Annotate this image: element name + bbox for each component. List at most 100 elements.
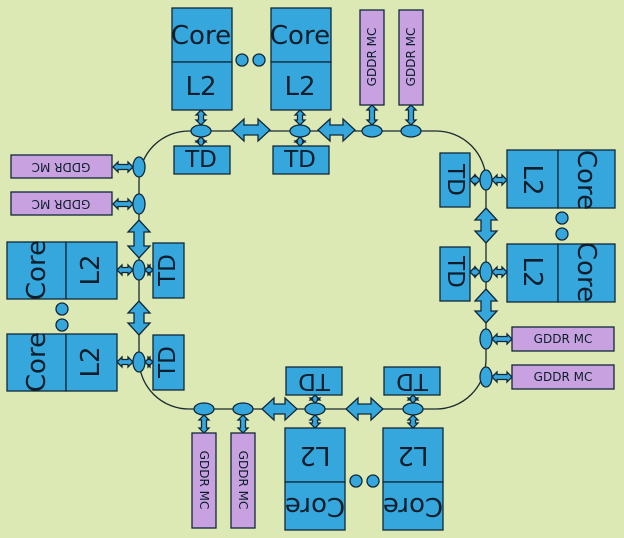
l2-block (65, 241, 118, 300)
gddr-mc-block (511, 364, 615, 390)
td-label: TD (155, 346, 181, 379)
gddr-mc-label: GDDR MC (32, 160, 91, 174)
ring-segment-arrow (345, 396, 384, 422)
l2-label: L2 (76, 254, 106, 285)
link-arrow (112, 197, 134, 211)
link-arrow (469, 173, 481, 187)
td-block (439, 152, 471, 208)
ring-segment-arrow (261, 396, 298, 422)
l2-block (270, 61, 332, 111)
ring-stop (232, 402, 254, 416)
td-block (173, 145, 231, 175)
td-block (272, 145, 330, 175)
core-label: Core (270, 21, 330, 51)
ring-stop (304, 402, 326, 416)
ellipsis-dot (555, 211, 569, 225)
core-label: Core (383, 491, 443, 521)
core-block (382, 481, 444, 531)
ring-stop (479, 169, 493, 191)
ellipsis-dot (366, 474, 380, 488)
gddr-mc-label: GDDR MC (534, 332, 593, 346)
l2-block (506, 149, 559, 209)
ring-stop (402, 402, 424, 416)
ring-stop (479, 328, 493, 350)
td-label: TD (442, 163, 468, 196)
td-block (285, 366, 343, 396)
ring-stop (190, 124, 212, 138)
gddr-mc-block (511, 326, 615, 352)
ring-stop (479, 366, 493, 388)
l2-label: L2 (284, 72, 315, 102)
gddr-mc-label: GDDR MC (404, 28, 418, 87)
gddr-mc-block (398, 9, 424, 106)
link-arrow (308, 394, 322, 404)
ring-stop (132, 351, 146, 373)
ring-stop (132, 156, 146, 178)
link-arrow (491, 370, 513, 384)
td-label: TD (283, 147, 316, 173)
gddr-mc-label: GDDR MC (534, 370, 593, 384)
core-block (557, 149, 616, 209)
ring-stop (400, 124, 422, 138)
core-block (6, 241, 67, 300)
td-label: TD (298, 368, 331, 394)
gddr-mc-label: GDDR MC (236, 451, 250, 510)
link-arrow (112, 160, 134, 174)
ring-segment-arrow (231, 117, 271, 143)
link-arrow (406, 394, 420, 404)
td-block (383, 366, 441, 396)
td-block (439, 246, 471, 302)
core-block (6, 333, 67, 392)
ring-stop (479, 261, 493, 283)
td-block (152, 242, 185, 299)
l2-label: L2 (517, 256, 547, 287)
gddr-mc-block (230, 432, 256, 529)
l2-label: L2 (185, 72, 216, 102)
ring-segment-arrow (317, 117, 356, 143)
td-label: TD (396, 368, 429, 394)
link-arrow (308, 414, 322, 429)
core-block (270, 7, 332, 63)
core-label: Core (571, 242, 601, 302)
gddr-mc-block (191, 432, 217, 529)
link-arrow (406, 414, 420, 429)
core-label: Core (171, 21, 231, 51)
ellipsis-dot (555, 227, 569, 241)
td-label: TD (184, 147, 217, 173)
l2-block (506, 243, 559, 303)
l2-label: L2 (397, 440, 428, 470)
l2-block (65, 333, 118, 392)
core-label: Core (22, 332, 52, 392)
ring-segment-arrow (126, 219, 152, 259)
link-arrow (236, 414, 250, 434)
ring-stop (361, 124, 383, 138)
ring-segment-arrow (473, 207, 499, 244)
gddr-mc-label: GDDR MC (32, 197, 91, 211)
ellipsis-dot (55, 318, 69, 332)
l2-block (284, 427, 346, 483)
core-block (557, 243, 616, 303)
ellipsis-dot (55, 302, 69, 316)
ring-stop (289, 124, 311, 138)
gddr-mc-block (10, 191, 113, 216)
link-arrow (197, 414, 211, 434)
td-label: TD (442, 255, 468, 288)
core-label: Core (285, 491, 345, 521)
gddr-mc-label: GDDR MC (197, 451, 211, 510)
ellipsis-dot (252, 53, 266, 67)
ring-stop (132, 193, 146, 215)
link-arrow (365, 104, 379, 126)
link-arrow (293, 136, 307, 147)
ring-segment-arrow (126, 300, 152, 336)
l2-block (382, 427, 444, 483)
link-arrow (293, 109, 307, 126)
link-arrow (194, 136, 208, 147)
link-arrow (144, 355, 154, 369)
link-arrow (116, 355, 134, 369)
l2-label: L2 (299, 440, 330, 470)
core-label: Core (22, 240, 52, 300)
core-label: Core (571, 150, 601, 210)
link-arrow (491, 332, 513, 346)
gddr-mc-block (10, 154, 113, 179)
link-arrow (404, 104, 418, 126)
